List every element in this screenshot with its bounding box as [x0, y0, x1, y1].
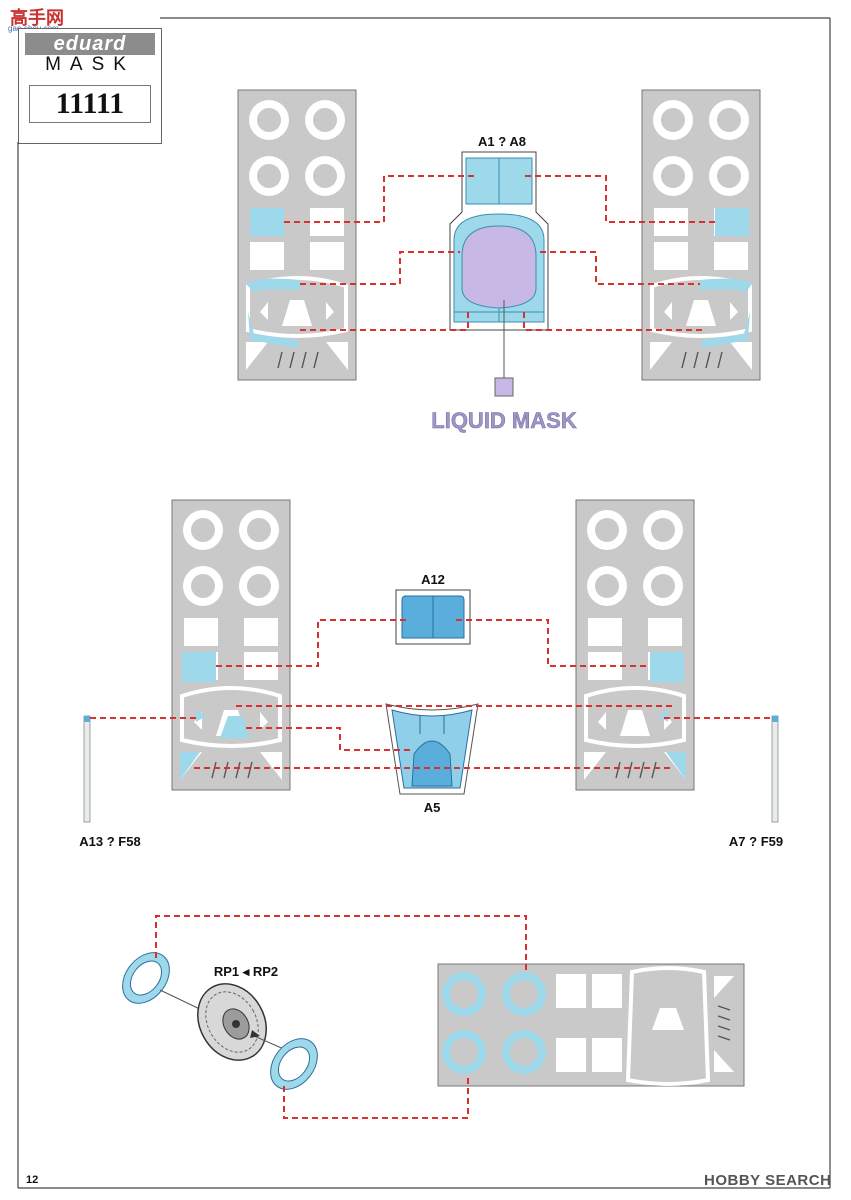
- highlight-a12-right: [650, 652, 684, 682]
- wheel-assembly: [122, 952, 318, 1090]
- highlight-corner-right: [666, 752, 686, 780]
- highlight-a5-left: [220, 716, 250, 738]
- highlight-a1: [250, 208, 284, 236]
- part-a5: [385, 703, 479, 795]
- mask-sheet-bottom: [437, 963, 745, 1087]
- page-number: 12: [26, 1174, 39, 1186]
- watermark-bottom: HOBBY SEARCH: [704, 1172, 832, 1189]
- middle-connectors: [90, 619, 772, 769]
- highlight-frame-l2: [248, 312, 298, 348]
- catalog-number: 11111: [29, 85, 151, 123]
- highlight-frame-r2: [702, 312, 750, 348]
- wingtip-light-right: [771, 715, 779, 823]
- wingtip-light-left: [83, 715, 91, 823]
- product-header: eduard MASK 11111: [18, 28, 162, 144]
- liquid-mask-label: LIQUID MASK: [431, 408, 577, 433]
- top-connectors: [284, 175, 716, 331]
- liquid-mask-swatch: [494, 377, 514, 397]
- highlight-frame-r1: [700, 278, 752, 292]
- mask-sheet-mid-left: [170, 498, 292, 792]
- canopy-a1-a8: [449, 151, 549, 331]
- part-label-a5: A5: [424, 800, 441, 815]
- highlight-a12-left: [182, 652, 216, 682]
- mask-sheet-mid-right: [574, 498, 696, 792]
- highlight-frame-l1: [246, 278, 300, 292]
- product-type: MASK: [45, 54, 135, 75]
- part-label-a7-f59: A7 ? F59: [729, 834, 783, 849]
- mask-sheet-top-left: [236, 88, 358, 382]
- part-label-a1-a8: A1 ? A8: [478, 134, 526, 149]
- part-a12: [395, 589, 471, 645]
- watermark-glyphs: 高手网: [10, 8, 64, 28]
- highlight-light-left: [196, 710, 206, 722]
- highlight-corner-left: [180, 752, 200, 780]
- bottom-connectors: [155, 915, 527, 1119]
- mask-sheet-top-right: [640, 88, 762, 382]
- part-label-rp1-rp2: RP1 ◂ RP2: [214, 964, 278, 979]
- highlight-a8: [715, 208, 749, 236]
- part-label-a12: A12: [421, 572, 445, 587]
- brand-logo: eduard: [25, 33, 155, 55]
- part-label-a13-f58: A13 ? F58: [79, 834, 140, 849]
